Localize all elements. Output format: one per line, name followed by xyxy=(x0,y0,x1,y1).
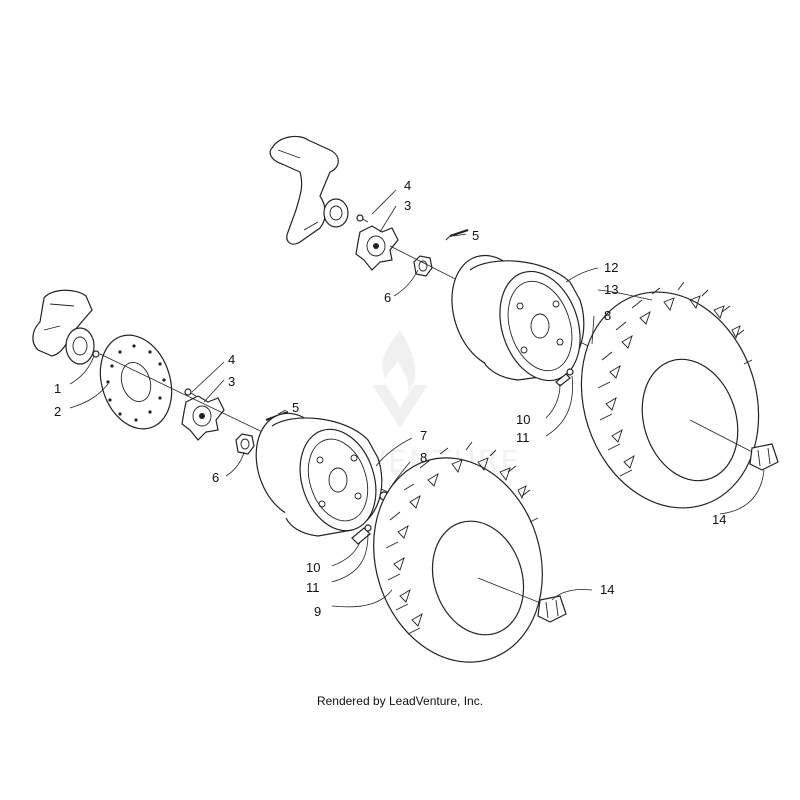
callout-7: 7 xyxy=(420,428,427,443)
callout-4-upper: 4 xyxy=(404,178,411,193)
upper-wheel-rim xyxy=(451,254,585,382)
render-credit: Rendered by LeadVenture, Inc. xyxy=(317,694,483,708)
callout-3-lower: 3 xyxy=(228,374,235,389)
upper-cap-axis xyxy=(689,419,761,457)
callout-3-upper: 3 xyxy=(404,198,411,213)
upper-wheel-stud xyxy=(356,214,369,223)
watermark-v-icon xyxy=(372,385,428,428)
lower-cap-axis xyxy=(477,577,549,607)
lower-valve-stem xyxy=(351,524,372,545)
callout-1: 1 xyxy=(54,381,61,396)
lower-steering-knuckle xyxy=(32,289,95,365)
callout-numbers: 4 3 5 6 12 13 8 10 11 14 1 2 4 3 5 6 7 8… xyxy=(54,178,726,619)
callout-10-upper: 10 xyxy=(516,412,530,427)
callout-11-lower: 11 xyxy=(306,580,320,595)
callout-14-upper: 14 xyxy=(712,512,726,527)
callout-13: 13 xyxy=(604,282,618,297)
callout-8-upper: 8 xyxy=(604,308,611,323)
callout-6-lower: 6 xyxy=(212,470,219,485)
upper-valve-stem xyxy=(555,368,574,387)
lower-wheel-hub xyxy=(181,395,225,441)
brake-disc xyxy=(99,334,173,430)
upper-hub-nut xyxy=(413,255,433,277)
lower-wheel-stud xyxy=(184,388,197,397)
lower-hub-cap xyxy=(537,595,567,623)
callout-8-lower: 8 xyxy=(420,450,427,465)
lower-hub-nut xyxy=(235,433,255,455)
callout-5-upper: 5 xyxy=(472,228,479,243)
upper-hub-cap xyxy=(749,443,779,471)
callout-5-lower: 5 xyxy=(292,400,299,415)
callout-12: 12 xyxy=(604,260,618,275)
upper-steering-knuckle xyxy=(269,135,349,245)
upper-cotter-pin xyxy=(445,228,469,241)
callout-leader-lines xyxy=(69,189,765,608)
callout-4-lower: 4 xyxy=(228,352,235,367)
brake-disc-bolt xyxy=(92,350,100,358)
callout-10-lower: 10 xyxy=(306,560,320,575)
callout-14-lower: 14 xyxy=(600,582,614,597)
upper-wheel-hub xyxy=(355,225,399,271)
callout-2: 2 xyxy=(54,404,61,419)
callout-9: 9 xyxy=(314,604,321,619)
callout-11-upper: 11 xyxy=(516,430,530,445)
upper-tire xyxy=(580,281,760,509)
lower-wheel-rim xyxy=(255,412,383,537)
callout-6-upper: 6 xyxy=(384,290,391,305)
watermark-flame-icon xyxy=(382,330,416,392)
